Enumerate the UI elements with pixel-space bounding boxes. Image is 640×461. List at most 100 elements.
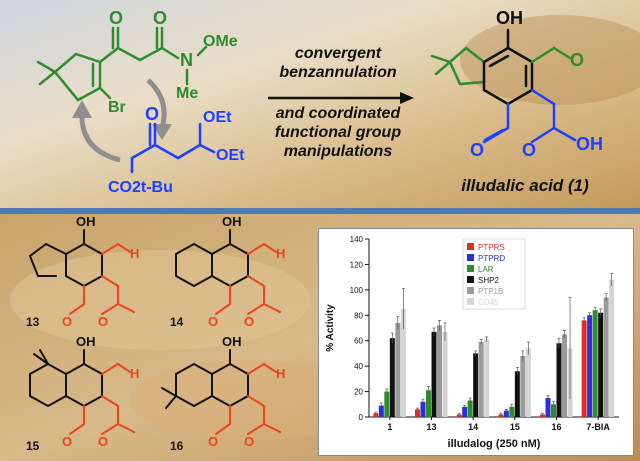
legend-label-ptprd: PTPRD <box>478 254 505 263</box>
analog-13-label: 13 <box>26 315 40 329</box>
legend-swatch-shp2 <box>467 276 474 283</box>
y-tick-label: 140 <box>350 235 364 244</box>
bar-ptp1b-1 <box>395 322 401 417</box>
analog-16-h: H <box>276 366 285 381</box>
reaction-caption-1: convergent benzannulation <box>270 44 406 82</box>
analog-13-o1: O <box>62 314 72 329</box>
legend-swatch-ptprd <box>467 254 474 261</box>
caption-line-1: convergent <box>294 45 382 62</box>
analog-13-oh: OH <box>76 214 96 229</box>
analog-14-h: H <box>276 246 285 261</box>
fragment-a-ome: OMe <box>203 33 238 50</box>
y-tick-label: 80 <box>354 311 363 320</box>
bar-ptprd-7-bia <box>587 315 593 417</box>
bar-lar-15 <box>509 406 515 417</box>
bar-ptp1b-16 <box>562 334 567 417</box>
y-axis-label: % Activity <box>325 304 336 352</box>
legend-box <box>462 238 526 310</box>
legend-label-lar: LAR <box>478 265 494 274</box>
y-tick-label: 60 <box>354 337 363 346</box>
fragment-b-ester: CO2t-Bu <box>108 179 173 196</box>
product-oh2: OH <box>576 134 603 154</box>
legend-swatch-lar <box>467 265 474 272</box>
bar-cd45-13 <box>442 331 448 417</box>
fragment-b-structure <box>130 122 216 174</box>
analog-15-o1: O <box>62 434 72 449</box>
fragment-a-br: Br <box>108 99 126 116</box>
bar-lar-1 <box>384 391 390 417</box>
bar-shp2-14 <box>473 353 479 417</box>
analog-16-structure <box>161 349 281 435</box>
product-structure <box>430 28 577 144</box>
caption-line-2: benzannulation <box>279 64 397 81</box>
bar-ptprd-15 <box>503 410 509 417</box>
x-tick-label: 1 <box>387 422 392 432</box>
bar-shp2-15 <box>514 371 520 417</box>
product-name: illudalic acid (1) <box>461 176 589 195</box>
x-tick-label: 15 <box>510 422 520 432</box>
curved-arrow-left <box>79 111 121 163</box>
product-aldehyde-o: O <box>570 50 584 70</box>
fragment-a-n: N <box>180 50 193 70</box>
bar-shp2-13 <box>431 331 437 417</box>
bar-lar-7-bia <box>592 310 598 417</box>
analog-13-structure <box>28 229 135 315</box>
bar-ptprs-1 <box>373 413 379 417</box>
bar-cd45-14 <box>484 339 490 417</box>
bar-ptprd-14 <box>462 406 468 417</box>
analog-15-h: H <box>130 366 139 381</box>
bar-ptprs-7-bia <box>581 320 587 417</box>
bar-lar-16 <box>551 404 556 417</box>
analogs-panel: OH H O O 13 OH H O O 14 OH H O O <box>26 214 285 453</box>
legend-swatch-ptp1b <box>467 287 474 294</box>
bar-ptprd-13 <box>420 401 426 417</box>
reaction-scheme: O O N OMe Me Br O OEt OEt CO2t-Bu <box>36 8 603 196</box>
analog-14-structure <box>175 229 281 315</box>
analog-16-o1: O <box>208 434 218 449</box>
caption-line-5: manipulations <box>283 143 393 160</box>
analog-16-oh: OH <box>222 334 242 349</box>
bar-ptprd-16 <box>545 397 551 417</box>
bar-lar-13 <box>426 390 431 417</box>
bar-shp2-1 <box>389 338 395 417</box>
bar-cd45-7-bia <box>609 279 615 417</box>
analog-13-h: H <box>130 246 139 261</box>
analog-15-label: 15 <box>26 439 40 453</box>
fragment-a-o2: O <box>153 8 167 28</box>
x-tick-label: 7-BIA <box>586 422 610 432</box>
fragment-b-o: O <box>145 104 159 124</box>
analog-14-label: 14 <box>170 315 184 329</box>
analog-16-label: 16 <box>170 439 184 453</box>
legend-swatch-cd45 <box>467 298 474 305</box>
analog-15-oh: OH <box>76 334 96 349</box>
y-tick-label: 20 <box>354 388 363 397</box>
bar-ptp1b-7-bia <box>603 297 609 417</box>
fragment-a-structure <box>36 26 208 102</box>
bar-lar-14 <box>467 400 473 417</box>
bar-cd45-15 <box>525 348 531 417</box>
reaction-caption-2: and coordinated functional group manipul… <box>262 104 414 161</box>
product-oh: OH <box>496 8 523 28</box>
y-tick-label: 120 <box>350 260 364 269</box>
legend-label-ptprs: PTPRS <box>478 243 505 252</box>
legend-label-shp2: SHP2 <box>478 276 499 285</box>
bar-ptp1b-13 <box>437 325 442 417</box>
reaction-arrow-head <box>400 92 414 104</box>
y-tick-label: 40 <box>354 362 363 371</box>
bar-shp2-16 <box>556 343 562 417</box>
bar-ptprd-1 <box>378 405 384 417</box>
analog-14-oh: OH <box>222 214 242 229</box>
x-tick-label: 13 <box>426 422 436 432</box>
x-tick-label: 16 <box>551 422 561 432</box>
bar-ptp1b-15 <box>520 355 526 417</box>
product-ring-o: O <box>522 140 536 160</box>
x-axis-label: illudalog (250 nM) <box>448 438 541 450</box>
analog-15-o2: O <box>98 434 108 449</box>
caption-line-4: functional group <box>274 124 402 141</box>
fragment-b-oet2: OEt <box>216 147 245 164</box>
fragment-a-o1: O <box>109 8 123 28</box>
curved-arrow-right <box>146 78 167 129</box>
legend-swatch-ptprs <box>467 243 474 250</box>
caption-line-3: and coordinated <box>275 105 401 122</box>
